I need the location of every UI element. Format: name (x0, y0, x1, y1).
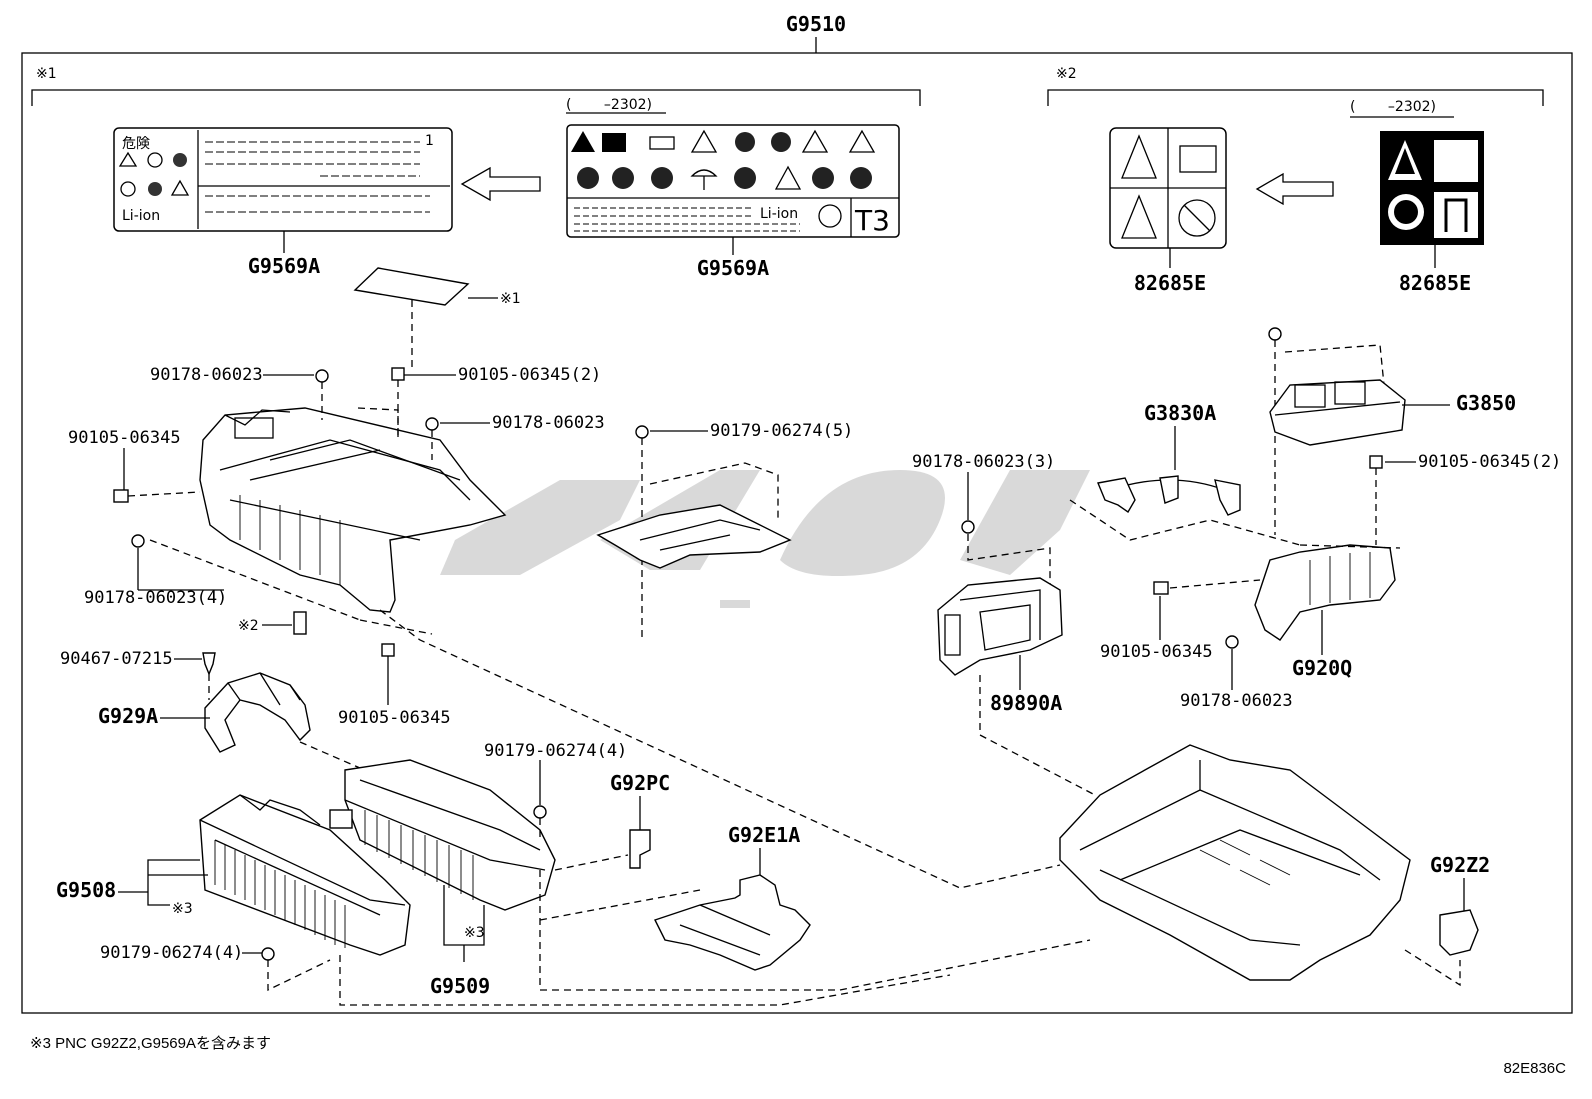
connector-g92pc (629, 829, 651, 869)
label-82685e-new (1109, 127, 1227, 249)
battery-module-g9509 (329, 759, 556, 911)
battery-tray (1059, 744, 1411, 981)
figure-number: 82E836C (1503, 1060, 1566, 1077)
part-label-90178-06023-a: 90178-06023 (150, 365, 263, 385)
part-label-g9508: G9508 (56, 878, 116, 902)
duct-g929a (204, 672, 311, 753)
nut-icon (425, 417, 439, 431)
part-label-90105-06345-2: 90105-06345(2) (458, 365, 601, 385)
part-label-g92e1a: G92E1A (728, 823, 800, 847)
part-label-90178-06023-m: 90178-06023 (1180, 691, 1293, 711)
nut-icon (131, 534, 145, 548)
diagram-frame (21, 52, 1573, 1014)
part-label-90179-06274-4-h: 90179-06274(4) (484, 741, 627, 761)
part-label-g9509: G9509 (430, 974, 490, 998)
part-label-g9569a-old: G9569A (697, 256, 769, 280)
part-label-90105-06345-2k: 90105-06345(2) (1418, 452, 1561, 472)
part-label-89890a: 89890A (990, 691, 1062, 715)
nut-icon (1268, 327, 1282, 341)
part-label-90467-07215: 90467-07215 (60, 649, 173, 669)
replacement-arrow-right (1255, 172, 1334, 206)
junction-block-g3850 (1269, 379, 1406, 446)
part-label-g929a: G929A (98, 704, 158, 728)
high-voltage-icon (1121, 194, 1157, 239)
battery-module-g9508 (199, 794, 411, 956)
ref-marker-3a: ※3 (172, 901, 193, 917)
assembly-title: G9510 (786, 12, 846, 36)
part-label-82685e-old: 82685E (1399, 271, 1471, 295)
date-tag-right: ( –2302) (1350, 99, 1436, 115)
group-1-marker: ※1 (36, 66, 57, 82)
ref-marker-1: ※1 (500, 291, 521, 307)
t3-mark: T3 (854, 204, 890, 237)
part-label-82685e-new: 82685E (1134, 271, 1206, 295)
bolt-icon (391, 367, 405, 381)
nut-icon (1225, 635, 1239, 649)
battery-icon (148, 182, 162, 196)
bolt-icon (1153, 581, 1169, 595)
bolt-icon (113, 489, 129, 503)
group-2-marker: ※2 (1056, 66, 1077, 82)
warning-triangle-icon (1121, 134, 1157, 179)
li-ion-text: Li-ion (122, 208, 160, 224)
part-label-90105-06345-d: 90105-06345 (68, 428, 181, 448)
duct-g92e1a (654, 874, 811, 971)
recycle-icon (818, 204, 842, 228)
small-tag (293, 611, 307, 635)
no-touch-icon (1178, 199, 1216, 237)
ref-marker-2: ※2 (238, 618, 259, 634)
label-g9569a-old: Li-ion T3 (566, 124, 900, 238)
part-label-g920q: G920Q (1292, 656, 1352, 680)
li-ion-text-old: Li-ion (760, 206, 798, 222)
part-label-90178-06023-3: 90178-06023(3) (912, 452, 1055, 472)
label-82685e-old (1380, 131, 1484, 245)
part-label-90179-06274-4-i: 90179-06274(4) (100, 943, 243, 963)
nut-icon (261, 947, 275, 961)
part-label-90105-06345-l: 90105-06345 (1100, 642, 1213, 662)
prohibition-icon (147, 152, 163, 168)
kanji-warning-text: 危険 (122, 136, 150, 152)
replacement-arrow (460, 166, 541, 202)
label-g9569a-new: 危険 Li-ion 1 (113, 127, 453, 232)
warning-triangle-icon (118, 151, 138, 167)
footnote: ※3 PNC G92Z2,G9569Aを含みます (30, 1035, 271, 1052)
bolt-icon (1369, 455, 1383, 469)
nut-icon (533, 805, 547, 819)
small-label-sheet (353, 267, 470, 306)
part-label-90178-06023-c: 90178-06023 (492, 413, 605, 433)
bracket-g92z2 (1439, 909, 1479, 956)
ecu-89890a (937, 577, 1063, 676)
manual-icon (1179, 145, 1217, 173)
nut-icon (635, 425, 649, 439)
bracket-g3830a (1097, 475, 1241, 516)
part-label-90105-06345-g: 90105-06345 (338, 708, 451, 728)
warning-triangle-icon (170, 179, 190, 196)
glove-icon (173, 153, 187, 167)
part-label-g3830a: G3830A (1144, 401, 1216, 425)
bracket-g920q (1254, 544, 1396, 641)
upper-cover (199, 407, 507, 613)
part-label-90179-06274-5: 90179-06274(5) (710, 421, 853, 441)
nut-icon (961, 520, 975, 534)
clip-icon (202, 652, 216, 676)
part-label-g9569a-new: G9569A (248, 254, 320, 278)
middle-cover (596, 504, 792, 569)
ref-marker-3b: ※3 (464, 925, 485, 941)
bolt-icon (381, 643, 395, 657)
part-label-90178-06023-4: 90178-06023(4) (84, 588, 227, 608)
part-label-g92z2: G92Z2 (1430, 853, 1490, 877)
part-label-g92pc: G92PC (610, 771, 670, 795)
nut-icon (315, 369, 329, 383)
date-tag-left: ( –2302) (566, 97, 652, 113)
side-number: 1 (425, 133, 434, 149)
part-label-g3850: G3850 (1456, 391, 1516, 415)
fan-icon (120, 181, 136, 197)
